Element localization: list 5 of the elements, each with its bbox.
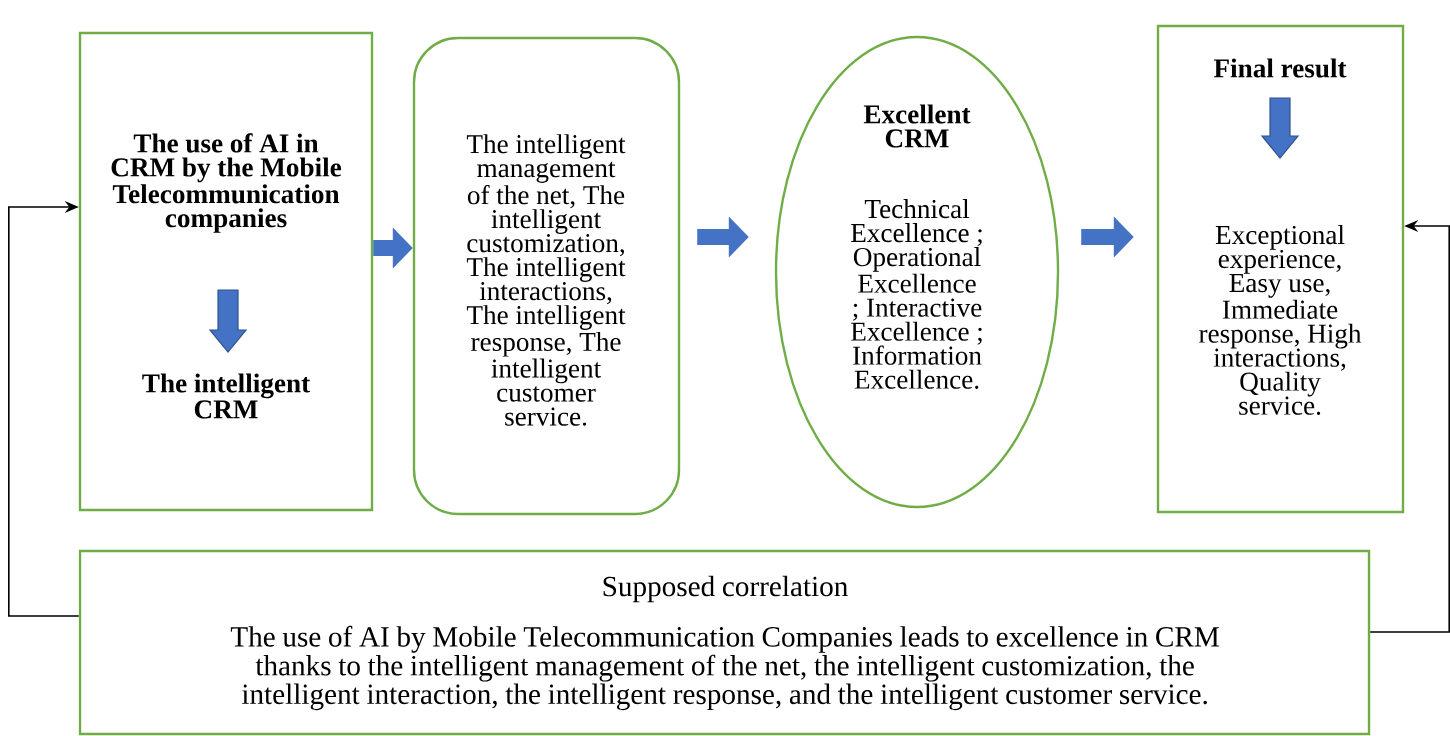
process-box: The use of AI in CRM by the Mobile Telecommunication companies The intelligent CRM [78, 31, 374, 512]
rounded-box: The intelligent management of the net, The intelligent customization, The intelligent interactions, The intelligent response, The intelligent customer service. [412, 36, 681, 516]
result-box: Final result Exceptional experience, Easy use, Immediate response, High interactions, Quality service. [1156, 24, 1405, 514]
connector-arrow [8, 200, 80, 617]
hypothesis-box: Supposed correlation The use of AI by Mobile Telecommunication Companies leads to excellence in CRM thanks to the intelligent management of the net, the intelligent customization, the intelligent interaction, the intelligent response, and the intelligent customer service. [78, 549, 1371, 736]
